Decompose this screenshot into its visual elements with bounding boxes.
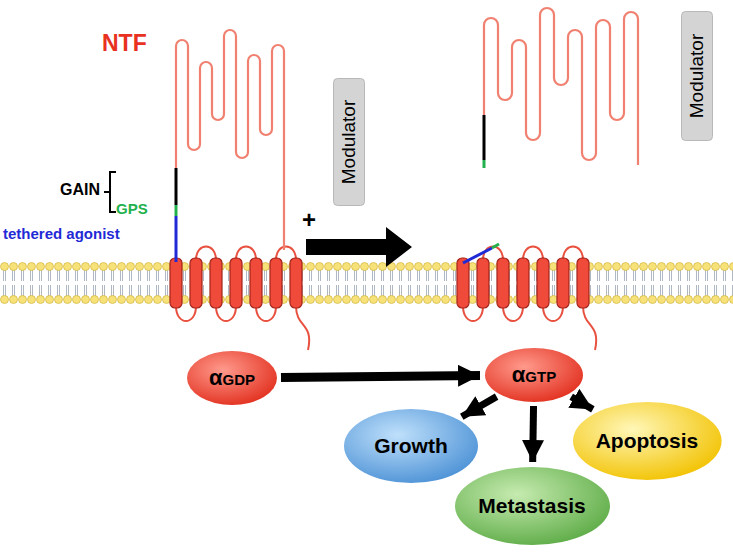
g-alpha-ellipse: αGTP	[484, 347, 584, 403]
gps-label: GPS	[116, 200, 148, 217]
gps-segment	[492, 244, 499, 248]
arrow-connector	[462, 397, 497, 417]
g-alpha-ellipse: αGDP	[186, 350, 278, 406]
transmembrane-helix	[290, 258, 302, 308]
gain-segment	[175, 168, 178, 205]
transmembrane-helix	[557, 258, 569, 308]
receptor-loops	[176, 247, 309, 351]
arrow-connector	[571, 397, 593, 410]
receptors	[170, 247, 596, 351]
tethered-agonist-label: tethered agonist	[3, 225, 120, 242]
tethered-agonist-segment	[175, 216, 178, 262]
node-text: Modulator	[338, 100, 360, 185]
transmembrane-helix	[517, 258, 529, 308]
tethered-agonist-segment	[463, 248, 492, 263]
arrow-connector	[529, 406, 537, 462]
seven-tm-receptor	[457, 247, 596, 351]
outcome-ellipse: Apoptosis	[572, 401, 723, 481]
transmembrane-helix	[230, 258, 242, 308]
activation-arrow	[306, 227, 412, 267]
plus-sign: +	[302, 206, 316, 234]
node-text: αGDP	[209, 365, 255, 391]
transmembrane-helix	[457, 258, 469, 308]
node-text: αGTP	[512, 362, 556, 388]
arrow-connector	[281, 376, 480, 378]
outcome-ellipse: Growth	[343, 408, 479, 484]
modulator-box: Modulator	[333, 78, 365, 206]
gain-bracket	[104, 172, 116, 212]
ntf-chain	[484, 8, 638, 165]
modulator-box: Modulator	[681, 11, 713, 141]
node-text: Modulator	[686, 34, 708, 119]
transmembrane-helix	[497, 258, 509, 308]
gain-segment	[483, 115, 486, 160]
transmembrane-helix	[537, 258, 549, 308]
receptor-loops	[463, 247, 596, 351]
gps-segment	[175, 205, 178, 216]
node-text: Growth	[374, 434, 448, 458]
outcome-ellipse: Metastasis	[454, 466, 611, 546]
transmembrane-helix	[210, 258, 222, 308]
transmembrane-helix	[270, 258, 282, 308]
node-text: Apoptosis	[596, 429, 699, 453]
ntf-chains	[176, 8, 638, 250]
node-text: Metastasis	[478, 494, 585, 518]
cell-membrane	[0, 262, 733, 304]
gps-segment	[483, 160, 486, 168]
ntf-chain	[176, 30, 284, 250]
gain-label: GAIN	[60, 181, 100, 199]
transmembrane-helix	[477, 258, 489, 308]
seven-tm-receptor	[170, 247, 309, 351]
transmembrane-helix	[577, 258, 589, 308]
transmembrane-helix	[190, 258, 202, 308]
transmembrane-helix	[170, 258, 182, 308]
ntf-label: NTF	[102, 30, 147, 57]
transmembrane-helix	[250, 258, 262, 308]
